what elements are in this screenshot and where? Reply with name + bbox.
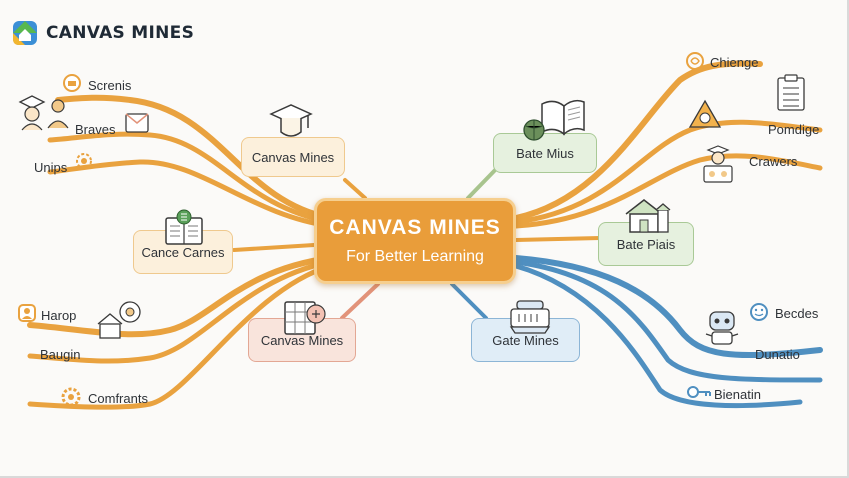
central-topic-subtitle: For Better Learning	[346, 248, 484, 265]
house-icon	[625, 199, 671, 233]
leaf-right-upper-2: Pomdige	[768, 122, 820, 137]
branch-right-upper-3	[513, 153, 823, 229]
students-icon	[18, 95, 69, 131]
gear-icon	[76, 153, 92, 169]
person-pin-icon	[18, 304, 36, 322]
branch-to-left-node	[232, 243, 316, 252]
node-bottom-right-label: Gate Mines	[492, 332, 559, 348]
leaf-right-upper-3: Crawers	[749, 154, 798, 169]
leaf-left-lower-3: Comfrants	[88, 391, 148, 406]
branch-to-right-node	[514, 236, 602, 242]
checklist-icon	[777, 74, 805, 111]
branch-left-lower-2	[27, 259, 333, 364]
branch-to-bottom-right-node	[450, 282, 488, 320]
central-topic-title: CANVAS MINES	[329, 216, 501, 239]
calendar-grid-icon	[165, 209, 203, 245]
node-top-right[interactable]: Bate Mius	[493, 133, 597, 173]
branch-to-bottom-left-node	[340, 282, 380, 320]
branch-right-lower-2	[513, 259, 823, 383]
leaf-right-lower-2: Dunatio	[755, 347, 800, 362]
node-right-label: Bate Piais	[616, 236, 676, 252]
open-book-icon	[523, 99, 585, 141]
branch-left-upper-3	[47, 159, 333, 229]
leaf-left-upper-1: Screnis	[88, 78, 132, 93]
checklist-grid-icon	[284, 301, 326, 335]
branch-to-top-left-node	[343, 178, 367, 200]
cog-icon	[61, 387, 81, 407]
key-icon	[687, 386, 711, 398]
branch-left-upper-1	[55, 94, 333, 221]
leaf-left-upper-3: Unips	[34, 160, 68, 175]
node-top-left-label: Canvas Mines	[251, 149, 335, 165]
badge-icon	[63, 74, 81, 92]
branch-right-upper-2	[513, 119, 823, 225]
mail-calendar-icon	[125, 113, 149, 133]
leaf-left-lower-2: Baugin	[40, 347, 81, 362]
leaf-right-upper-1: Chienge	[710, 55, 759, 70]
leaf-right-lower-1: Becdes	[775, 306, 819, 321]
branch-right-lower-3	[513, 263, 803, 409]
branch-left-upper-2	[47, 131, 333, 225]
app-header: CANVAS MINES	[12, 20, 194, 46]
graduation-cap-icon	[269, 104, 313, 137]
robot-icon	[705, 311, 739, 345]
leaf-left-upper-2: Braves	[75, 122, 116, 137]
smiley-badge-icon	[750, 303, 768, 321]
app-logo-icon	[13, 21, 37, 45]
console-device-icon	[509, 300, 551, 334]
branch-right-upper-1	[513, 60, 763, 221]
app-title: CANVAS MINES	[46, 23, 195, 43]
teacher-icon	[703, 145, 733, 183]
branch-right-lower-1	[513, 255, 823, 359]
leaf-left-lower-1: Harop	[41, 308, 77, 323]
school-house-icon	[97, 301, 141, 339]
branch-left-lower-1	[27, 255, 333, 338]
leaf-right-lower-3: Bienatin	[714, 387, 761, 402]
node-bottom-left-label: Canvas Mines	[260, 332, 344, 348]
node-left-label: Cance Carnes	[141, 244, 225, 260]
central-topic-node[interactable]: CANVAS MINES For Better Learning	[314, 198, 516, 284]
node-top-left[interactable]: Canvas Mines	[241, 137, 345, 177]
branch-left-lower-3	[27, 263, 333, 410]
warning-icon	[688, 99, 722, 128]
node-top-right-label: Bate Mius	[516, 145, 574, 161]
swirl-icon	[686, 52, 704, 70]
